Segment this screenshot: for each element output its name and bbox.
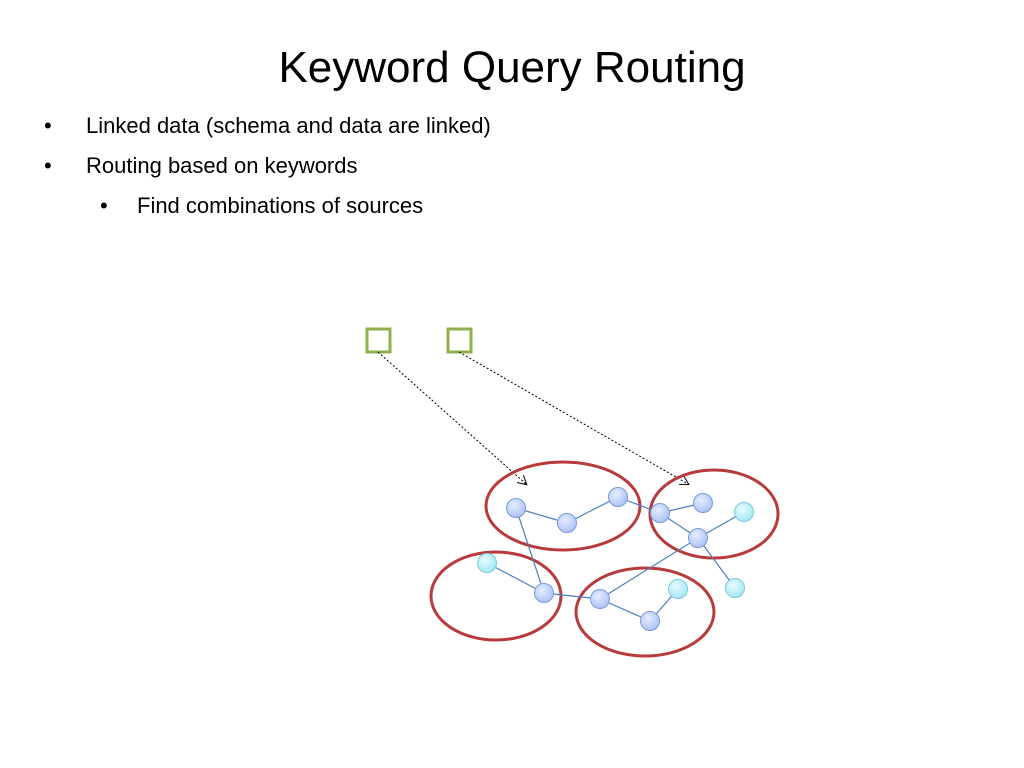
bullet-dot: • <box>44 153 52 178</box>
graph-node <box>688 528 708 548</box>
graph-edge <box>486 562 545 594</box>
graph-node <box>608 487 628 507</box>
graph-node <box>693 493 713 513</box>
graph-node <box>506 498 526 518</box>
source-ellipse <box>429 550 563 642</box>
graph-node-cyan <box>734 502 754 522</box>
routing-arrow <box>458 351 688 484</box>
graph-node <box>557 513 577 533</box>
graph-node <box>640 611 660 631</box>
keyword-box <box>446 327 473 354</box>
routing-arrow <box>377 351 526 484</box>
graph-edge <box>515 507 545 594</box>
graph-nodes <box>477 487 754 631</box>
slide-title: Keyword Query Routing <box>278 43 746 92</box>
bullet-dot: • <box>44 113 52 138</box>
keyword-box <box>365 327 392 354</box>
graph-node <box>650 503 670 523</box>
graph-edge <box>599 537 699 600</box>
bullet-text: Linked data (schema and data are linked) <box>86 113 491 138</box>
bullet-dot: • <box>100 193 108 218</box>
graph-edge <box>697 537 736 589</box>
graph-node-cyan <box>477 553 497 573</box>
graph-node-cyan <box>668 579 688 599</box>
bullet-text: Routing based on keywords <box>86 153 358 178</box>
bullet-text: Find combinations of sources <box>137 193 424 218</box>
source-ellipse <box>574 566 716 658</box>
graph-node <box>590 589 610 609</box>
graph-node-cyan <box>725 578 745 598</box>
graph-node <box>534 583 554 603</box>
source-ellipse <box>648 468 780 560</box>
